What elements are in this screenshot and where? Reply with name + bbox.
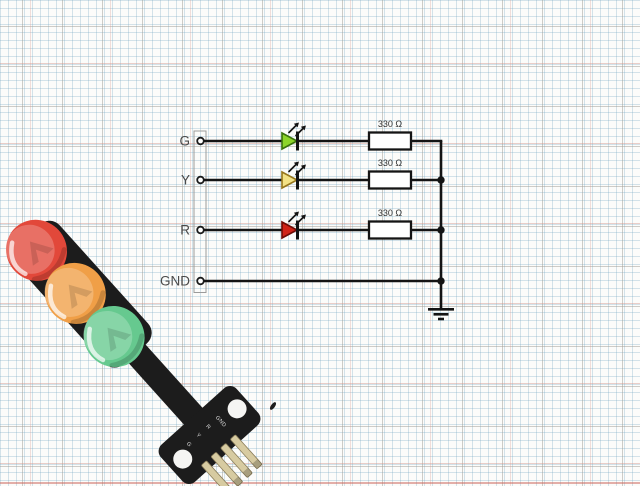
module-pin-label: G bbox=[185, 441, 193, 448]
dome-shadow bbox=[70, 290, 106, 325]
red-led-dome bbox=[5, 219, 67, 282]
emission-arrowhead bbox=[293, 161, 299, 167]
paper-accent-line bbox=[0, 482, 640, 484]
junction-dot bbox=[437, 277, 445, 285]
dome-base bbox=[6, 219, 67, 281]
pin-terminal-gnd[interactable] bbox=[196, 276, 205, 286]
resistor-r[interactable]: 330 Ω bbox=[367, 208, 413, 240]
emission-arrow bbox=[288, 163, 297, 173]
header-pin bbox=[230, 434, 262, 469]
led-triangle bbox=[281, 220, 299, 240]
emission-arrow bbox=[295, 127, 304, 137]
dome-light bbox=[83, 310, 133, 361]
module-pin-label: R bbox=[204, 424, 211, 431]
pin-terminal-r[interactable] bbox=[196, 225, 205, 235]
schematic-row-gnd[interactable]: GND bbox=[160, 274, 443, 289]
pin-label-r: R bbox=[180, 223, 190, 238]
dome-mark bbox=[107, 327, 132, 352]
emission-arrowhead bbox=[293, 211, 299, 217]
resistor-body bbox=[367, 220, 413, 240]
dome-base bbox=[83, 305, 145, 368]
ground-symbol[interactable] bbox=[428, 308, 454, 321]
dome-light bbox=[5, 224, 55, 274]
emission-arrowhead bbox=[300, 125, 306, 131]
header-pin-tip bbox=[252, 459, 263, 470]
resistor-body bbox=[367, 170, 413, 190]
led-triangle bbox=[281, 131, 299, 151]
pin-label-y: Y bbox=[181, 173, 190, 188]
connector-outline[interactable] bbox=[193, 130, 207, 293]
green-led-dome bbox=[83, 305, 145, 368]
resistor-value: 330 Ω bbox=[378, 208, 403, 218]
pin-terminal-y[interactable] bbox=[196, 175, 205, 185]
schematic-row-y[interactable]: Y 330 Ω bbox=[181, 158, 443, 190]
green-led-symbol[interactable] bbox=[281, 122, 306, 151]
amber-led-dome bbox=[44, 262, 106, 325]
red-led-symbol[interactable] bbox=[281, 211, 306, 240]
dome-mark bbox=[29, 241, 54, 266]
emission-arrow bbox=[295, 166, 304, 176]
resistor-value: 330 Ω bbox=[378, 119, 403, 129]
emission-arrow bbox=[288, 124, 297, 134]
dome-gloss bbox=[48, 283, 67, 320]
module-neck bbox=[118, 334, 204, 426]
module-pin-label: Y bbox=[195, 432, 202, 439]
dome-gloss bbox=[9, 240, 28, 277]
header-pin bbox=[211, 452, 243, 486]
header-pin-tip bbox=[242, 467, 253, 478]
mounting-hole bbox=[173, 449, 193, 469]
led-triangle bbox=[281, 170, 299, 190]
yellow-led-symbol[interactable] bbox=[281, 161, 306, 190]
junction-dot bbox=[437, 176, 445, 184]
pin-label-g: G bbox=[179, 134, 190, 149]
pin-terminal-g[interactable] bbox=[196, 136, 205, 146]
dome-light bbox=[44, 267, 94, 317]
emission-arrowhead bbox=[293, 122, 299, 128]
junction-dot bbox=[437, 226, 445, 234]
dome-shadow bbox=[31, 247, 67, 282]
resistor-body bbox=[367, 131, 413, 151]
emission-arrow bbox=[295, 216, 304, 226]
module-header-pins bbox=[201, 434, 263, 486]
dome-shadow bbox=[109, 333, 145, 368]
dome-mark bbox=[68, 284, 93, 309]
resistor-g[interactable]: 330 Ω bbox=[367, 119, 413, 151]
emission-arrowhead bbox=[300, 214, 306, 220]
emission-arrow bbox=[288, 213, 297, 223]
stray-mark bbox=[269, 402, 277, 410]
header-pin bbox=[201, 460, 233, 486]
resistor-value: 330 Ω bbox=[378, 158, 403, 168]
emission-arrowhead bbox=[300, 164, 306, 170]
header-pin bbox=[220, 443, 253, 478]
dome-gloss bbox=[86, 326, 106, 363]
pin-label-gnd: GND bbox=[160, 274, 190, 289]
traffic-light-module[interactable]: GND R Y G bbox=[0, 190, 286, 486]
mounting-hole bbox=[227, 399, 247, 419]
schematic-row-r[interactable]: R 330 Ω bbox=[180, 208, 443, 240]
header-pin-tip bbox=[232, 476, 243, 486]
dome-base bbox=[44, 262, 106, 324]
resistor-y[interactable]: 330 Ω bbox=[367, 158, 413, 190]
schematic-row-g[interactable]: G 330 Ω bbox=[179, 119, 443, 151]
